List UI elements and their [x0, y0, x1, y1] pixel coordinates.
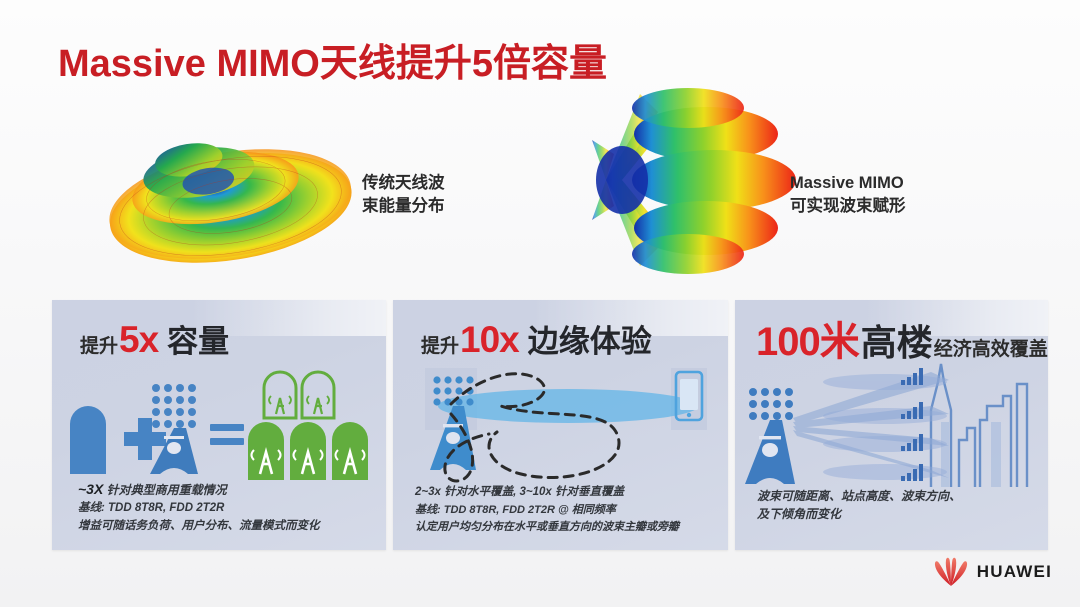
- heading-prefix: 提升: [421, 336, 460, 357]
- panel-edge-experience: 提升 10x 边缘体验: [393, 300, 728, 550]
- heading-subject: 高楼: [860, 322, 933, 363]
- heading-subject: 容量: [167, 324, 230, 359]
- heading-suffix: 经济高效覆盖: [933, 339, 1048, 360]
- caption-beamforming-pattern: Massive MIMO 可实现波束赋形: [790, 174, 906, 215]
- panel-edge-footnotes: 2~3x 针对水平覆盖, 3~10x 针对垂直覆盖 基线: TDD 8T8R, …: [415, 484, 718, 536]
- footer-logo: HUAWEI: [934, 557, 1052, 587]
- footnote-line2: 基线: TDD 8T8R, FDD 2T2R: [78, 502, 225, 515]
- art-vertical-beams-to-skyscrapers: [735, 362, 1048, 487]
- heading-metric: 10x: [460, 319, 520, 360]
- panel-highrise-heading: 100米 高楼 经济高效覆盖: [755, 314, 1048, 366]
- panel-sheen: [192, 300, 386, 336]
- panel-edge-heading: 提升 10x 边缘体验: [421, 316, 652, 361]
- footnote-line1: 波束可随距离、站点高度、波束方向、: [757, 488, 962, 503]
- footnote-line1: 2~3x 针对水平覆盖, 3~10x 针对垂直覆盖: [415, 486, 624, 499]
- page-title: Massive MIMO天线提升5倍容量: [58, 43, 607, 85]
- radiation-pattern-beamforming-icon: [588, 82, 798, 277]
- footnote-lead: ~3X: [78, 480, 104, 497]
- heading-subject: 边缘体验: [527, 324, 652, 359]
- panel-highrise-footnotes: 波束可随距离、站点高度、波束方向、 及下倾角而变化: [757, 487, 1038, 524]
- footnote-line2: 基线: TDD 8T8R, FDD 2T2R @ 相同频率: [415, 503, 616, 516]
- huawei-flower-icon: [934, 557, 968, 587]
- panel-sheen: [533, 300, 728, 336]
- footnote-line3: 认定用户均匀分布在水平或垂直方向的波束主瓣或旁瓣: [415, 520, 679, 533]
- brand-name: HUAWEI: [976, 562, 1052, 581]
- heading-metric: 100米: [756, 320, 860, 364]
- art-capacity-equation: [52, 362, 386, 487]
- radiation-pattern-traditional-icon: [100, 108, 360, 278]
- panel-capacity-footnotes: ~3X 针对典型商用重载情况 基线: TDD 8T8R, FDD 2T2R 增益…: [78, 479, 376, 536]
- heading-prefix: 提升: [80, 336, 119, 357]
- footnote-line3: 增益可随话务负荷、用户分布、流量模式而变化: [78, 520, 320, 533]
- panel-high-rise-coverage: 100米 高楼 经济高效覆盖: [735, 300, 1048, 550]
- heading-metric: 5x: [119, 319, 159, 360]
- footnote-line2: 及下倾角而变化: [757, 507, 842, 522]
- caption-traditional-pattern: 传统天线波 束能量分布: [362, 174, 445, 215]
- art-edge-beam-to-phone: [393, 362, 728, 487]
- panel-sheen: [866, 300, 1048, 336]
- panel-capacity: 提升 5x 容量: [52, 300, 386, 550]
- footnote-line1: 针对典型商用重载情况: [106, 482, 227, 497]
- panel-capacity-heading: 提升 5x 容量: [80, 316, 229, 361]
